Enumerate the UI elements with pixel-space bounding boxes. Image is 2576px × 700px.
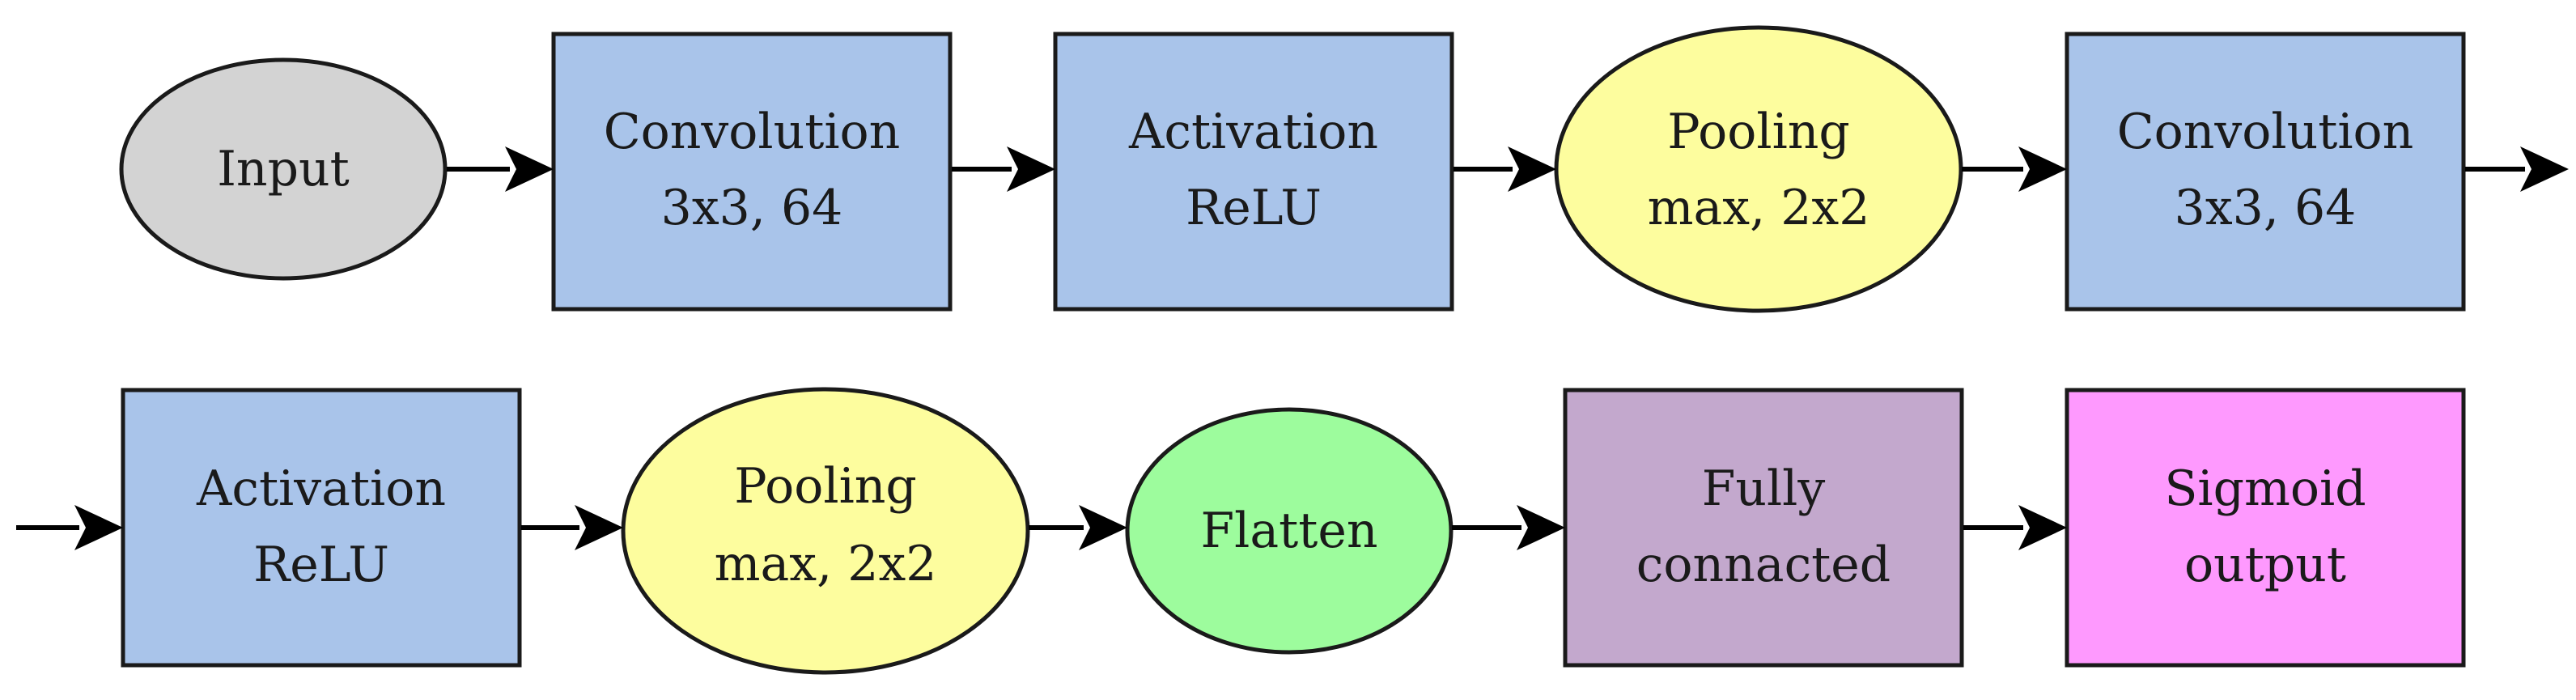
arrow-act2-to-pool2 [521,505,623,550]
node-input: Input [119,57,448,281]
pooling-1-ellipse [1554,25,1963,313]
fully-connected-line-2: connacted [1636,537,1891,593]
convolution-1-params: 3x3, 64 [661,180,843,236]
pooling-2-ellipse [621,387,1030,675]
node-sigmoid-output: Sigmoid output [2065,388,2466,668]
arrow-act1-to-pool1 [1454,146,1556,192]
arrow-pool2-to-flatten [1029,505,1127,550]
pooling-1-params: max, 2x2 [1648,180,1870,236]
pooling-2-params: max, 2x2 [715,536,937,592]
node-flatten: Flatten [1125,407,1454,655]
convolution-2-params: 3x3, 64 [2175,180,2357,236]
arrow-fc-to-sigmoid [1963,505,2067,550]
input-label: Input [217,141,350,197]
node-pooling-2: Pooling max, 2x2 [621,387,1030,675]
node-convolution-1: Convolution 3x3, 64 [551,32,953,312]
activation-1-function: ReLU [1186,180,1322,236]
arrow-flatten-to-fc [1452,505,1565,550]
convolution-2-title: Convolution [2117,104,2414,160]
node-fully-connected: Fully connacted [1563,388,1964,668]
flatten-ellipse [1125,407,1454,655]
arrow-conv1-to-act1 [952,146,1055,192]
activation-2-box [121,388,522,668]
sigmoid-output-line-1: Sigmoid [2164,460,2366,517]
sigmoid-output-box [2065,388,2466,668]
convolution-2-box [2065,32,2466,312]
fully-connected-box [1563,388,1964,668]
node-activation-1: Activation ReLU [1053,32,1454,312]
arrow-input-to-conv1 [447,146,554,192]
convolution-1-box [551,32,953,312]
arrow-conv2-continue [2465,146,2569,192]
activation-1-title: Activation [1128,104,1378,160]
activation-1-box [1053,32,1454,312]
node-convolution-2: Convolution 3x3, 64 [2065,32,2466,312]
convolution-1-title: Convolution [604,104,901,160]
activation-2-title: Activation [196,460,446,517]
activation-2-function: ReLU [253,537,389,593]
sigmoid-output-line-2: output [2184,537,2346,593]
arrow-pool1-to-conv2 [1962,146,2067,192]
arrow-continue-to-act2 [16,505,123,550]
fully-connected-line-1: Fully [1702,460,1826,517]
input-ellipse [119,57,448,281]
node-pooling-1: Pooling max, 2x2 [1554,25,1963,313]
pooling-2-title: Pooling [734,458,917,515]
flatten-label: Flatten [1201,503,1378,559]
pooling-1-title: Pooling [1667,104,1850,160]
node-activation-2: Activation ReLU [121,388,522,668]
